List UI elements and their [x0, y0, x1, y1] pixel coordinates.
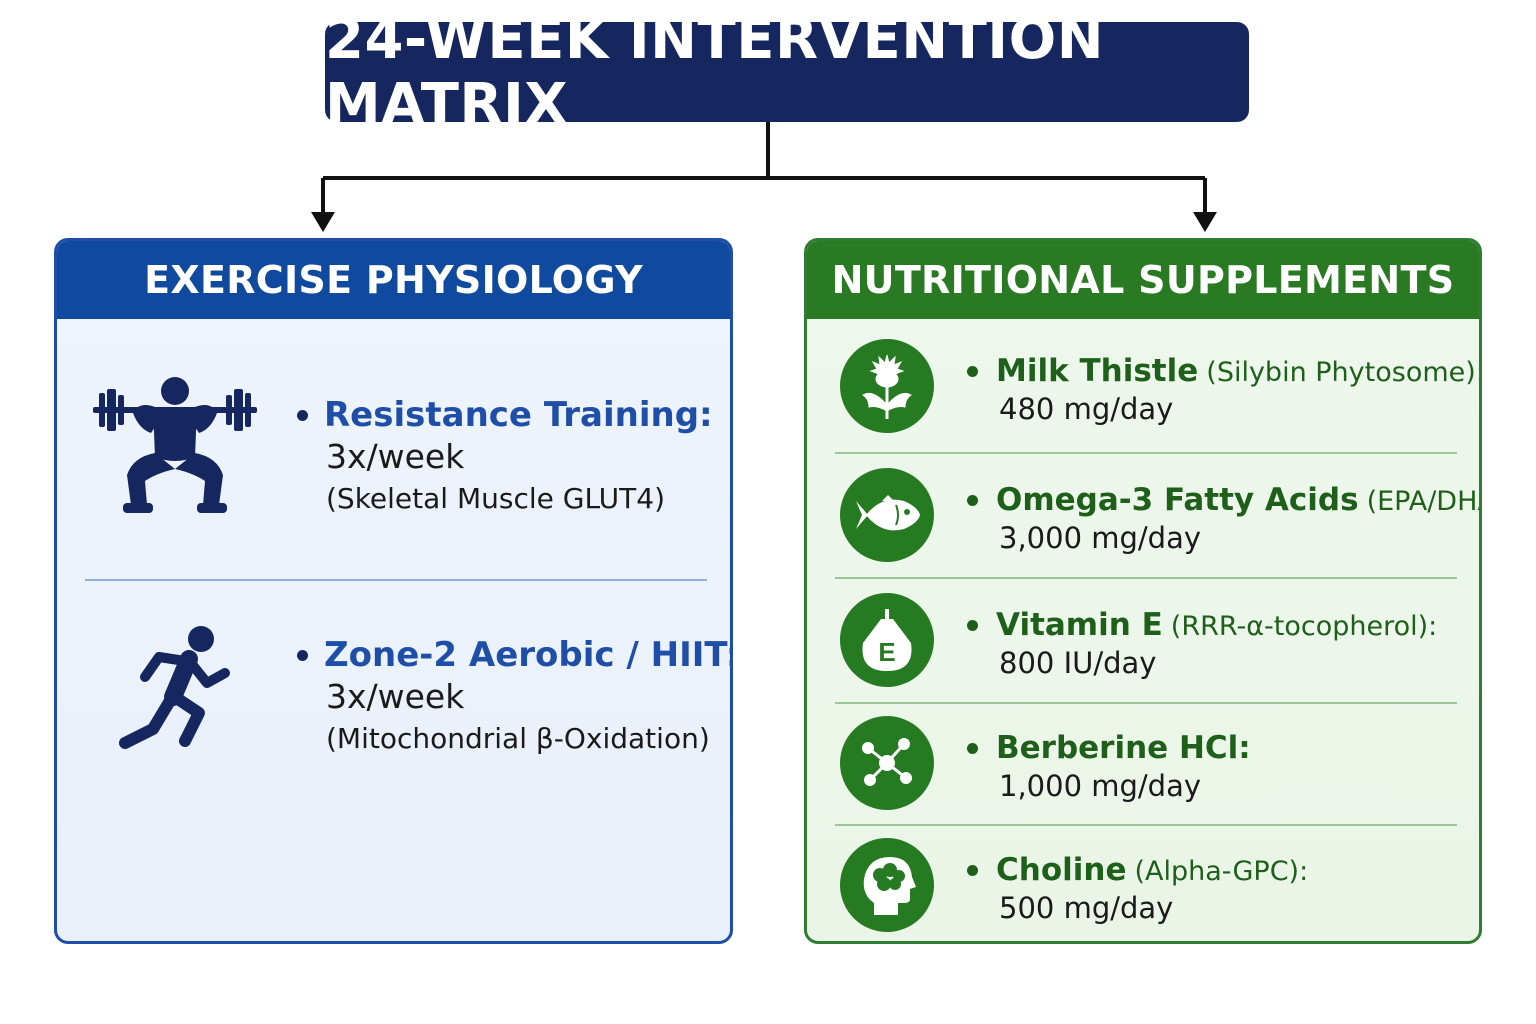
page-title: 24-WEEK INTERVENTION MATRIX	[325, 7, 1249, 137]
exercise-frequency: 3x/week	[326, 437, 465, 476]
supplement-name: Berberine HCl:	[996, 730, 1251, 766]
molecule-icon	[840, 716, 934, 810]
supplement-name: Choline	[996, 852, 1127, 888]
bullet-dot	[967, 742, 978, 754]
divider	[835, 824, 1457, 826]
brain-head-icon	[840, 838, 934, 932]
supplement-dose: 480 mg/day	[999, 392, 1174, 426]
bullet-dot	[297, 649, 308, 661]
exercise-panel-header: EXERCISE PHYSIOLOGY	[57, 241, 730, 319]
exercise-panel: EXERCISE PHYSIOLOGY	[54, 238, 733, 944]
bullet-dot	[297, 409, 308, 421]
weightlifter-icon	[93, 377, 257, 531]
milk-thistle-icon	[840, 339, 934, 433]
runner-icon	[115, 623, 235, 757]
supplement-name: Vitamin E	[996, 607, 1163, 643]
exercise-item-aerobic: Zone-2 Aerobic / HIIT: 3x/week (Mitochon…	[57, 583, 730, 843]
supplement-item-berberine: Berberine HCl: 1,000 mg/day	[807, 704, 1479, 828]
exercise-mechanism: (Skeletal Muscle GLUT4)	[326, 482, 665, 515]
supplement-item-milk-thistle: Milk Thistle(Silybin Phytosome): 480 mg/…	[807, 325, 1479, 449]
supplement-qualifier: (RRR-α-tocopherol):	[1170, 611, 1438, 642]
supplement-qualifier: (Silybin Phytosome):	[1206, 357, 1482, 388]
vitamin-e-letter: E	[878, 637, 895, 667]
exercise-mechanism: (Mitochondrial β-Oxidation)	[326, 722, 710, 755]
nutrition-panel: NUTRITIONAL SUPPLEMENTS	[804, 238, 1482, 944]
exercise-name: Zone-2 Aerobic / HIIT:	[324, 635, 733, 675]
bullet-dot	[967, 494, 978, 506]
divider	[85, 579, 707, 581]
supplement-name: Milk Thistle	[996, 353, 1199, 389]
supplement-dose: 1,000 mg/day	[999, 769, 1202, 803]
divider	[835, 577, 1457, 579]
supplement-dose: 800 IU/day	[999, 646, 1157, 680]
supplement-qualifier: (Alpha-GPC):	[1134, 856, 1309, 887]
supplement-dose: 500 mg/day	[999, 891, 1174, 925]
bullet-dot	[967, 864, 978, 876]
exercise-frequency: 3x/week	[326, 677, 465, 716]
supplement-item-vitamin-e: E Vitamin E(RRR-α-tocopherol): 800 IU/da…	[807, 579, 1479, 703]
supplement-item-choline: Choline(Alpha-GPC): 500 mg/day	[807, 826, 1479, 941]
vitamin-e-icon: E	[840, 593, 934, 687]
fish-icon	[840, 468, 934, 562]
exercise-item-resistance: Resistance Training: 3x/week (Skeletal M…	[57, 319, 730, 579]
exercise-name: Resistance Training:	[324, 395, 713, 435]
supplement-name: Omega-3 Fatty Acids	[996, 482, 1359, 518]
supplement-dose: 3,000 mg/day	[999, 521, 1202, 555]
bullet-dot	[967, 619, 978, 631]
nutrition-panel-header: NUTRITIONAL SUPPLEMENTS	[807, 241, 1479, 319]
divider	[835, 452, 1457, 454]
supplement-item-omega-3: Omega-3 Fatty Acids(EPA/DHA): 3,000 mg/d…	[807, 454, 1479, 578]
supplement-qualifier: (EPA/DHA):	[1366, 486, 1479, 517]
bullet-dot	[967, 365, 978, 377]
divider	[835, 702, 1457, 704]
